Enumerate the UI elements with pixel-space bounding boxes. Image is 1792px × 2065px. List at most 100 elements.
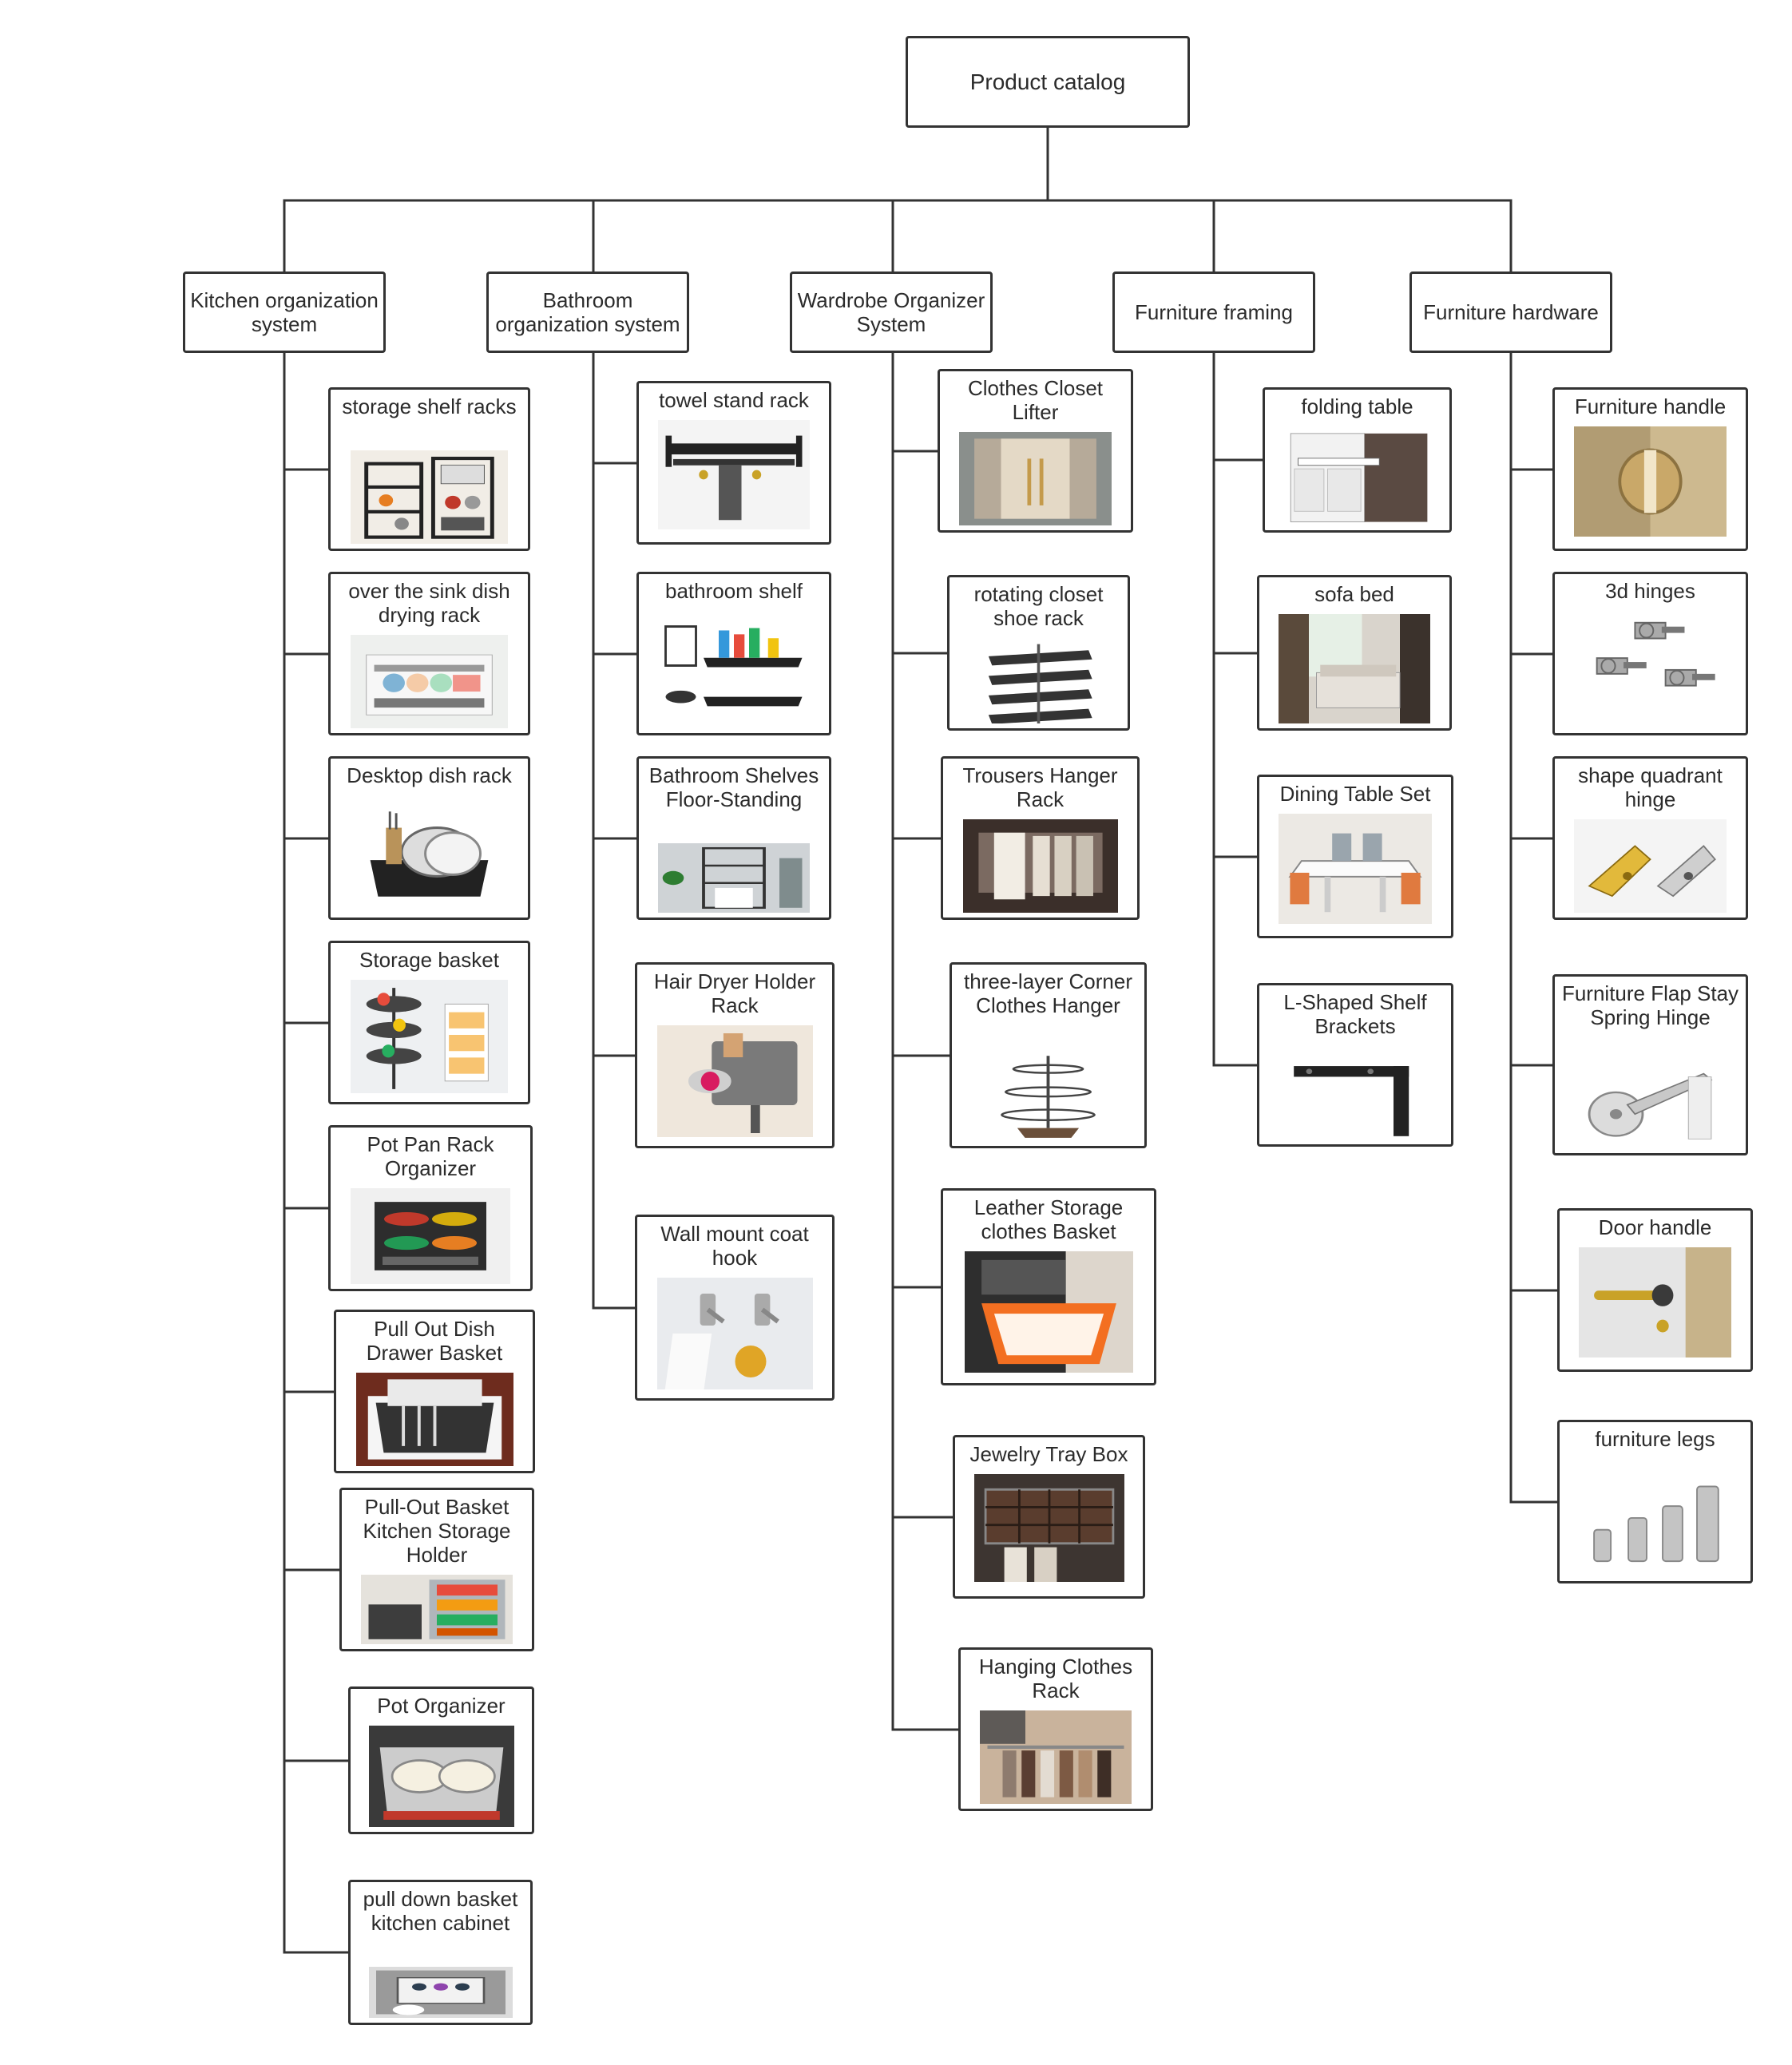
leaf-corner-clothes-hanger-label: three-layer Corner Clothes Hanger: [964, 969, 1132, 1017]
leaf-rotating-shoe-rack-label: rotating closet shoe rack: [973, 582, 1104, 630]
category-bathroom: Bathroom organization system: [486, 272, 689, 353]
towel-stand-rack-icon: [658, 420, 810, 529]
category-hardware: Furniture hardware: [1409, 272, 1612, 353]
leaf-hair-dryer-holder-label: Hair Dryer Holder Rack: [653, 969, 816, 1017]
pot-pan-rack-icon: [351, 1188, 510, 1284]
leaf-quadrant-hinge: shape quadrant hinge: [1552, 756, 1748, 920]
leaf-folding-table: folding table: [1263, 387, 1452, 533]
storage-shelf-racks-icon: [351, 450, 508, 544]
leaf-towel-stand-rack: towel stand rack: [636, 381, 831, 545]
leaf-jewelry-tray-label: Jewelry Tray Box: [969, 1442, 1128, 1466]
pull-out-dish-drawer-icon: [356, 1373, 513, 1466]
category-wardrobe-label: Wardrobe Organizer System: [797, 288, 985, 336]
leaf-folding-table-label: folding table: [1301, 394, 1413, 418]
furniture-handle-icon: [1574, 426, 1727, 537]
leaf-pot-organizer-label: Pot Organizer: [377, 1694, 505, 1718]
leaf-pot-pan-rack: Pot Pan Rack Organizer: [328, 1125, 533, 1291]
pull-down-basket-icon: [369, 1967, 513, 2018]
jewelry-tray-icon: [974, 1474, 1124, 1582]
category-framing-label: Furniture framing: [1135, 300, 1293, 324]
trousers-hanger-icon: [963, 819, 1118, 913]
leaf-wall-coat-hook: Wall mount coat hook: [635, 1215, 835, 1401]
sofa-bed-icon: [1279, 614, 1430, 723]
leaf-trousers-hanger: Trousers Hanger Rack: [941, 756, 1140, 920]
leaf-storage-shelf-racks: storage shelf racks: [328, 387, 530, 551]
leaf-bathroom-shelf-label: bathroom shelf: [665, 579, 803, 603]
leaf-rotating-shoe-rack: rotating closet shoe rack: [947, 575, 1130, 731]
leaf-bathroom-shelves-floor: Bathroom Shelves Floor-Standing: [636, 756, 831, 920]
leaf-hanging-clothes-rack-label: Hanging Clothes Rack: [978, 1655, 1133, 1702]
flap-stay-hinge-icon: [1574, 1061, 1727, 1148]
leaf-pot-organizer: Pot Organizer: [348, 1686, 534, 1834]
leaf-quadrant-hinge-label: shape quadrant hinge: [1578, 763, 1723, 811]
storage-basket-icon: [351, 980, 508, 1093]
leaf-pull-down-basket: pull down basket kitchen cabinet: [348, 1880, 533, 2025]
bathroom-shelf-icon: [658, 611, 810, 720]
desktop-dish-rack-icon: [351, 795, 508, 909]
leaf-3d-hinges-label: 3d hinges: [1605, 579, 1695, 603]
corner-clothes-hanger-icon: [971, 1049, 1125, 1141]
leaf-hair-dryer-holder: Hair Dryer Holder Rack: [635, 962, 835, 1148]
furniture-legs-icon: [1579, 1459, 1731, 1569]
leaf-pull-out-dish-drawer-label: Pull Out Dish Drawer Basket: [366, 1317, 503, 1365]
dining-table-icon: [1279, 814, 1432, 924]
leaf-door-handle-label: Door handle: [1598, 1215, 1712, 1239]
leaf-jewelry-tray: Jewelry Tray Box: [953, 1435, 1145, 1599]
leaf-storage-basket: Storage basket: [328, 941, 530, 1104]
hair-dryer-holder-icon: [657, 1025, 813, 1137]
hanging-clothes-rack-icon: [980, 1710, 1132, 1804]
leaf-storage-basket-label: Storage basket: [359, 948, 499, 972]
leaf-dining-table: Dining Table Set: [1257, 775, 1453, 938]
bathroom-shelves-floor-icon: [658, 843, 810, 913]
root-node-label: Product catalog: [969, 69, 1126, 94]
rotating-shoe-rack-icon: [967, 638, 1110, 723]
leaf-pull-down-basket-label: pull down basket kitchen cabinet: [363, 1887, 518, 1935]
category-framing: Furniture framing: [1112, 272, 1315, 353]
wall-coat-hook-icon: [657, 1278, 813, 1389]
pot-organizer-icon: [369, 1726, 514, 1827]
leaf-hanging-clothes-rack: Hanging Clothes Rack: [958, 1647, 1153, 1811]
leaf-desktop-dish-rack: Desktop dish rack: [328, 756, 530, 920]
leaf-furniture-legs-label: furniture legs: [1595, 1427, 1715, 1451]
leaf-furniture-handle-label: Furniture handle: [1574, 394, 1727, 418]
leaf-closet-lifter-label: Clothes Closet Lifter: [967, 376, 1104, 424]
leaf-storage-shelf-racks-label: storage shelf racks: [342, 394, 517, 418]
leaf-pull-out-basket-holder: Pull-Out Basket Kitchen Storage Holder: [339, 1488, 534, 1651]
category-kitchen-label: Kitchen organization system: [190, 288, 379, 336]
category-hardware-label: Furniture hardware: [1423, 300, 1599, 324]
leaf-pot-pan-rack-label: Pot Pan Rack Organizer: [367, 1132, 494, 1180]
leaf-towel-stand-rack-label: towel stand rack: [659, 388, 809, 412]
leaf-bathroom-shelves-floor-label: Bathroom Shelves Floor-Standing: [648, 763, 819, 811]
leaf-3d-hinges: 3d hinges: [1552, 572, 1748, 735]
leaf-sink-dish-rack: over the sink dish drying rack: [328, 572, 530, 735]
leaf-corner-clothes-hanger: three-layer Corner Clothes Hanger: [950, 962, 1147, 1148]
category-bathroom-label: Bathroom organization system: [495, 288, 680, 336]
leaf-pull-out-basket-holder-label: Pull-Out Basket Kitchen Storage Holder: [363, 1495, 511, 1567]
category-wardrobe: Wardrobe Organizer System: [790, 272, 993, 353]
sink-dish-rack-icon: [351, 635, 508, 728]
shelf-brackets-icon: [1279, 1046, 1432, 1140]
root-node: Product catalog: [906, 36, 1190, 128]
leaf-door-handle: Door handle: [1557, 1208, 1753, 1372]
leaf-furniture-legs: furniture legs: [1557, 1420, 1753, 1583]
leaf-leather-storage-basket-label: Leather Storage clothes Basket: [973, 1195, 1124, 1243]
leaf-trousers-hanger-label: Trousers Hanger Rack: [962, 763, 1118, 811]
pull-out-basket-holder-icon: [361, 1575, 513, 1644]
leaf-sofa-bed: sofa bed: [1257, 575, 1452, 731]
leaf-flap-stay-hinge-label: Furniture Flap Stay Spring Hinge: [1561, 981, 1739, 1029]
leaf-flap-stay-hinge: Furniture Flap Stay Spring Hinge: [1552, 974, 1748, 1155]
quadrant-hinge-icon: [1574, 819, 1727, 913]
leaf-leather-storage-basket: Leather Storage clothes Basket: [941, 1188, 1156, 1385]
door-handle-icon: [1579, 1247, 1731, 1358]
leaf-wall-coat-hook-label: Wall mount coat hook: [660, 1222, 809, 1270]
leaf-shelf-brackets: L-Shaped Shelf Brackets: [1257, 983, 1453, 1147]
leaf-desktop-dish-rack-label: Desktop dish rack: [347, 763, 512, 787]
leather-storage-basket-icon: [965, 1251, 1133, 1373]
leaf-shelf-brackets-label: L-Shaped Shelf Brackets: [1283, 990, 1427, 1038]
leaf-furniture-handle: Furniture handle: [1552, 387, 1748, 551]
leaf-pull-out-dish-drawer: Pull Out Dish Drawer Basket: [334, 1310, 535, 1473]
leaf-sofa-bed-label: sofa bed: [1314, 582, 1394, 606]
closet-lifter-icon: [959, 432, 1112, 525]
